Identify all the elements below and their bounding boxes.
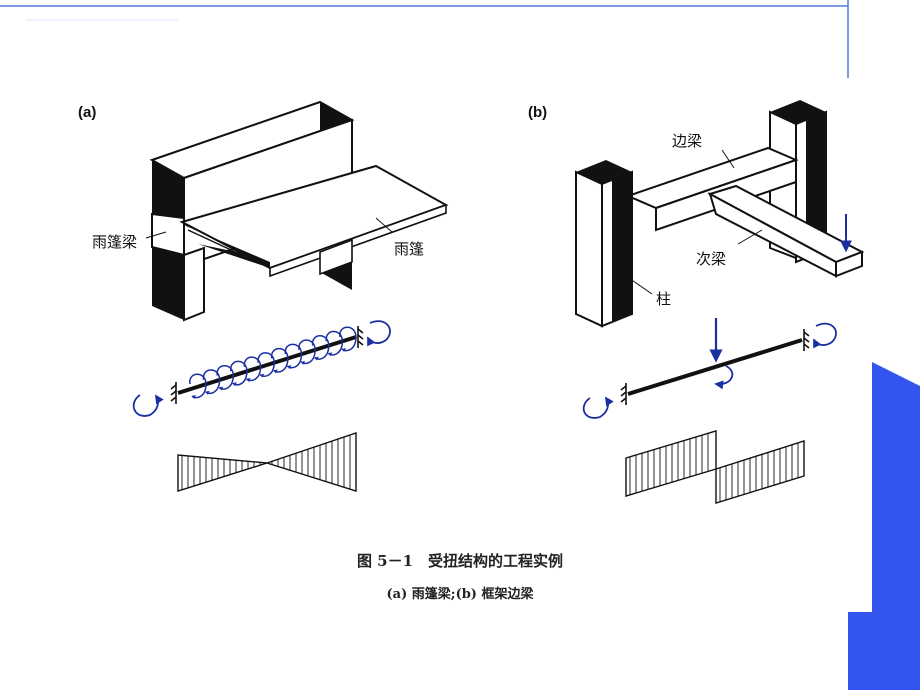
torque-arrowhead-icon [219, 386, 224, 391]
torque-arrowhead-icon [301, 360, 306, 365]
leader-line-secondary-beam [737, 229, 763, 245]
distributed-torque-loads [189, 326, 357, 399]
leader-line-canopy [375, 217, 393, 233]
torque-curl-icon [284, 343, 303, 369]
reaction-torque-right-icon [367, 320, 391, 347]
beam-torsion-model-a [132, 320, 391, 417]
figure-caption-subtitle: (a) 雨篷梁;(b) 框架边梁 [387, 586, 535, 602]
column-left [575, 160, 633, 328]
torque-arrowhead-icon [246, 377, 251, 382]
fixed-support-left [170, 382, 177, 404]
torque-curl-icon [230, 360, 248, 386]
figure-caption-title: 图 5－1 受扭结构的工程实例 [357, 552, 563, 570]
torque-arrowhead-icon [342, 348, 346, 352]
label-edge-beam: 边梁 [672, 132, 702, 150]
torque-curl-icon [339, 326, 357, 352]
torque-arrowhead-icon [192, 395, 196, 399]
reaction-torque-left-b-icon [582, 396, 614, 419]
label-canopy-beam: 雨篷梁 [92, 233, 137, 251]
torque-arrowhead-icon [232, 382, 237, 387]
applied-torque-icon [714, 365, 734, 390]
slide-corner-accent [848, 362, 920, 690]
leader-line-edge-beam [721, 149, 735, 169]
label-secondary-beam: 次梁 [696, 250, 726, 268]
torque-curl-icon [271, 347, 289, 373]
torque-curl-icon [243, 356, 262, 382]
torque-curl-icon [189, 373, 207, 399]
panel-b-tag: (b) [528, 104, 547, 121]
torque-curl-icon [298, 339, 316, 365]
torque-arrowhead-icon [205, 390, 210, 395]
torque-arrowhead-icon [273, 369, 278, 374]
torque-arrowhead-icon [260, 373, 265, 378]
diagram-panel-a: (a) 雨篷梁 雨篷 [78, 100, 449, 492]
reaction-torque-left-icon [132, 394, 164, 417]
label-canopy: 雨篷 [394, 240, 424, 258]
torque-arrowhead-icon [328, 352, 333, 357]
torque-arrowhead-icon [314, 356, 319, 361]
secondary-beam [707, 184, 865, 278]
canopy-slab [179, 164, 449, 278]
panel-a-tag: (a) [78, 104, 96, 121]
fixed-support-left-b [620, 383, 627, 405]
torque-curl-icon [311, 335, 330, 360]
leader-line-beam [145, 231, 167, 239]
torque-curl-icon [257, 352, 275, 378]
torque-arrowhead-icon [287, 365, 292, 370]
beam-torsion-model-b [582, 318, 837, 419]
diagram-panel-b: (b) 边梁 次梁 柱 [528, 100, 865, 504]
leader-line-column [625, 275, 653, 295]
fixed-support-right-b [803, 329, 810, 351]
reaction-torque-right-b-icon [813, 322, 837, 349]
torque-curl-icon [216, 364, 235, 390]
torque-curl-icon [202, 369, 221, 395]
label-column: 柱 [656, 290, 671, 308]
torque-diagram-a [177, 432, 357, 492]
torque-diagram-b [625, 430, 805, 504]
torque-curl-icon [325, 330, 344, 356]
fixed-support-right [357, 326, 364, 348]
